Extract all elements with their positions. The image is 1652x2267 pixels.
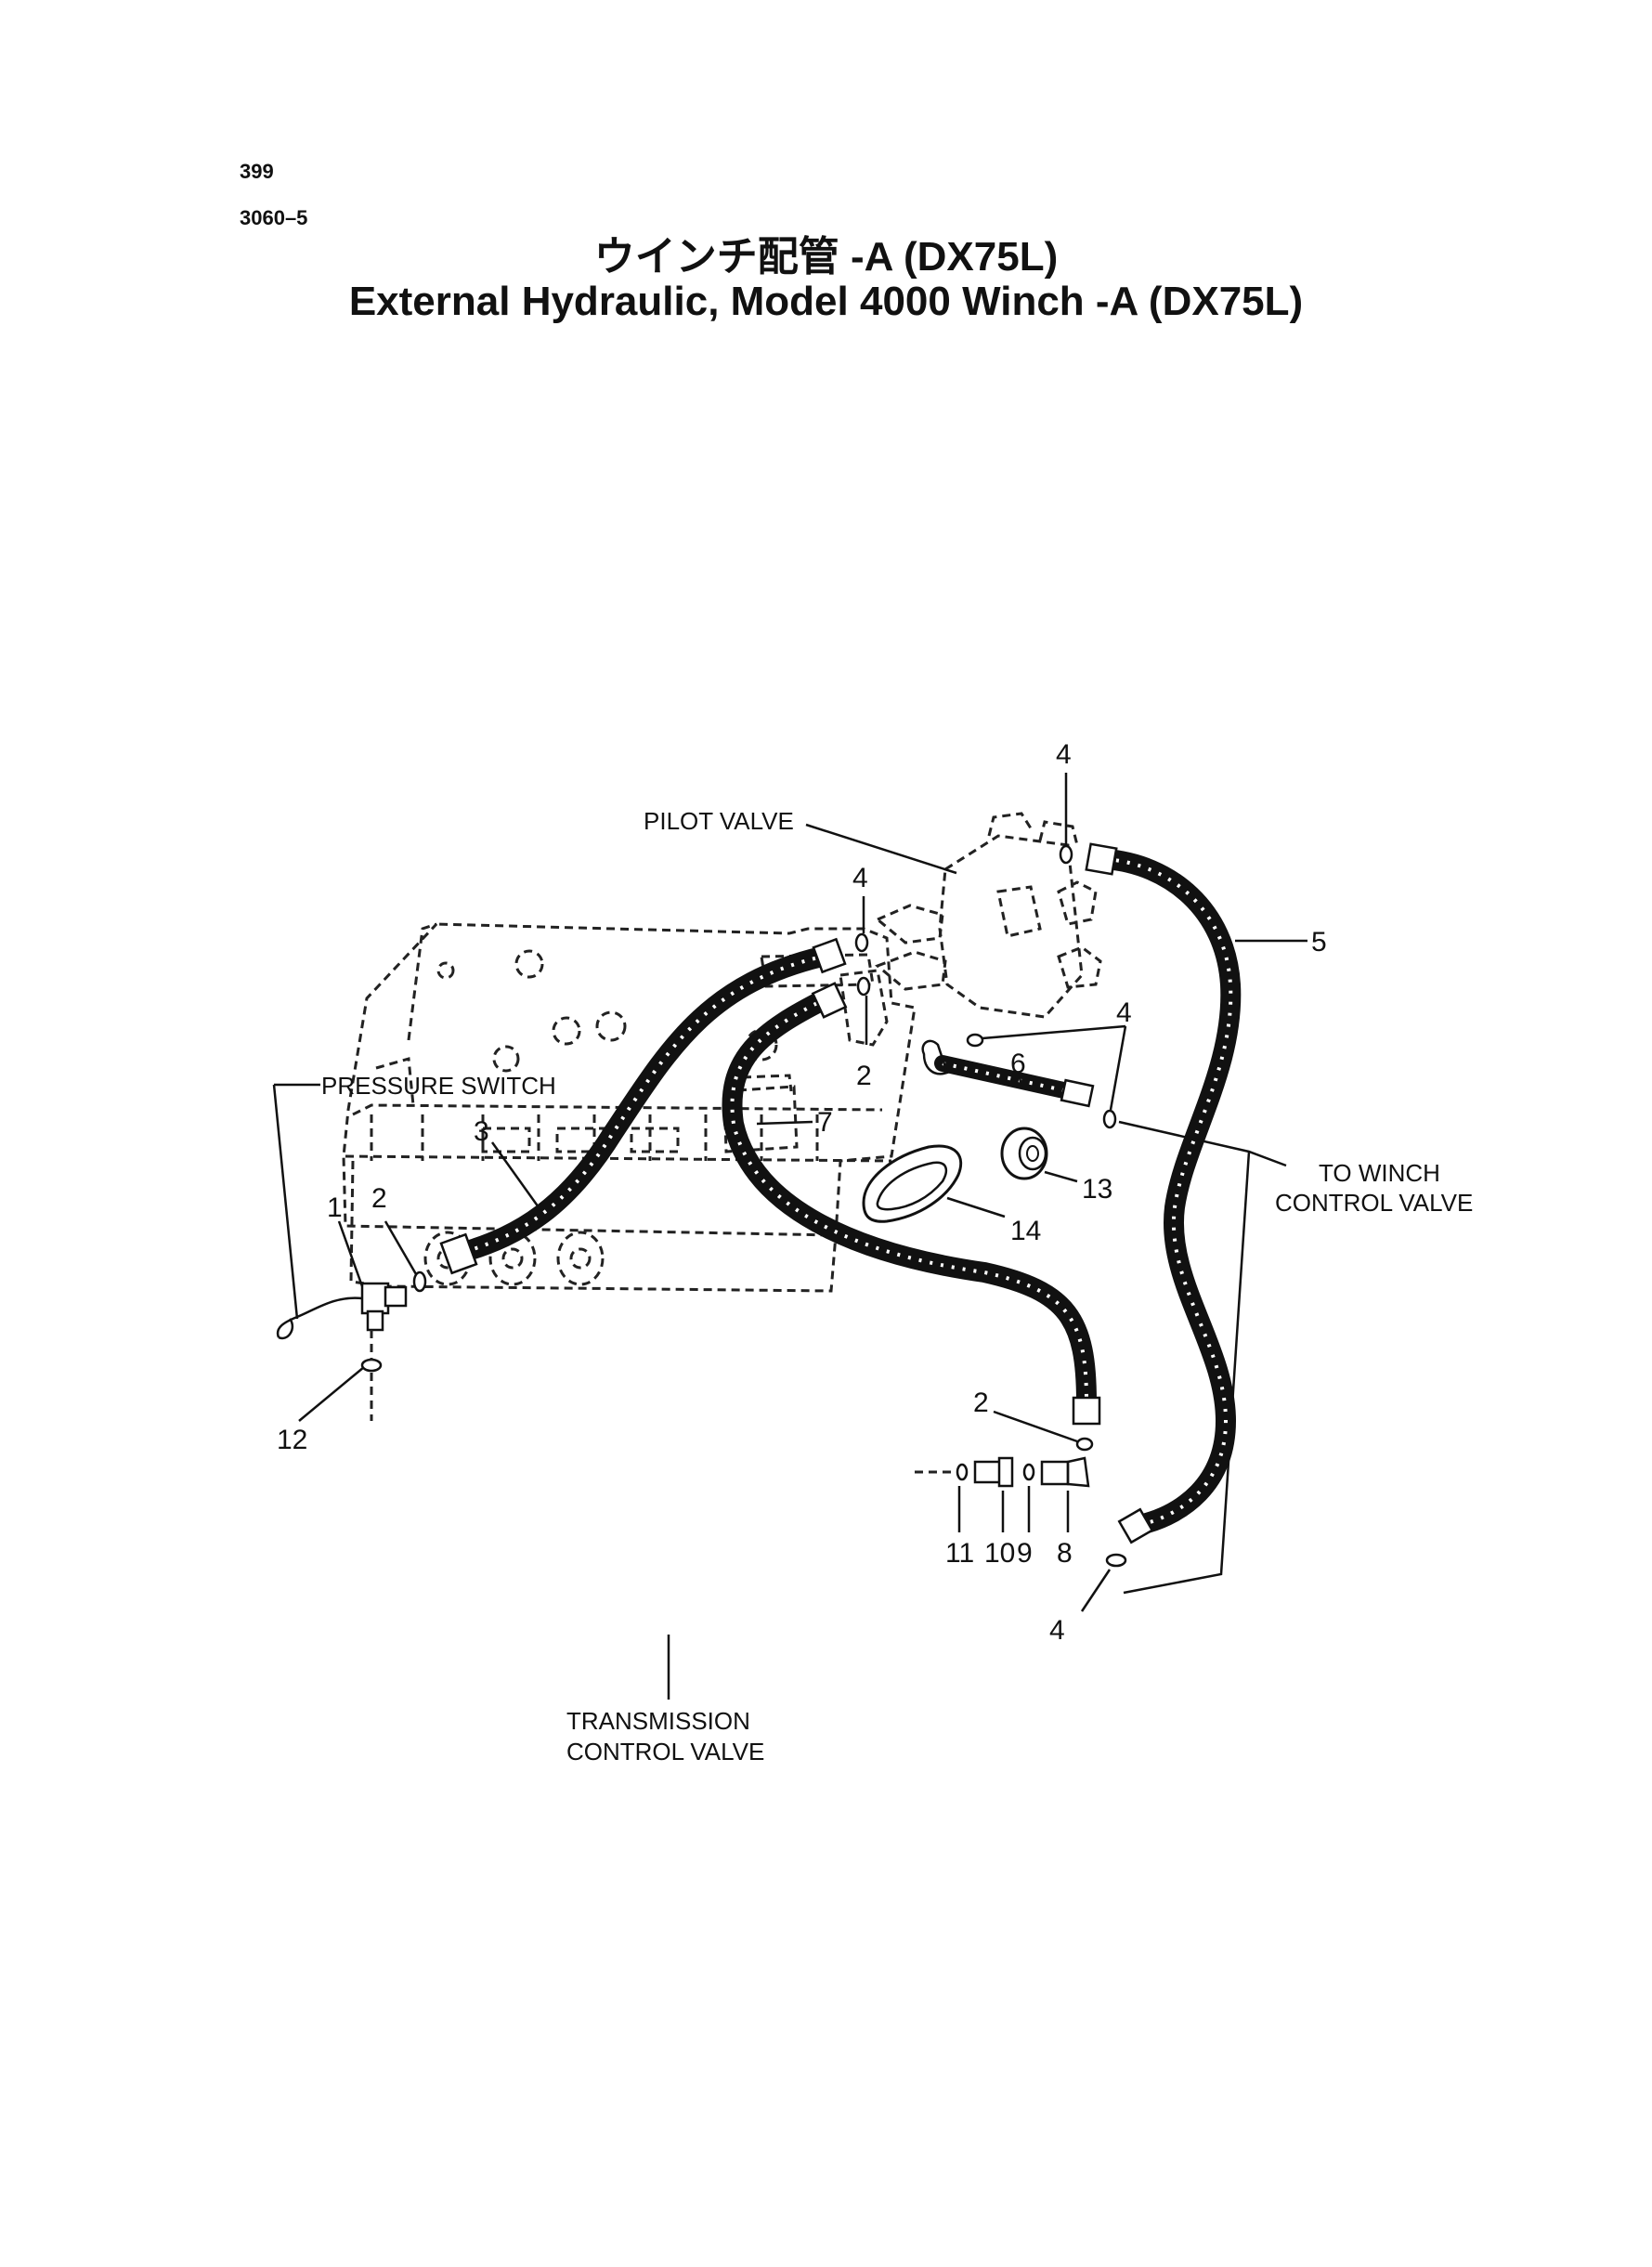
hose-6 <box>921 1039 1095 1108</box>
callout-12: 12 <box>277 1425 307 1455</box>
label-transmission: TRANSMISSION <box>566 1707 750 1735</box>
grommet-14 <box>862 1144 963 1223</box>
callout-4-left: 4 <box>852 863 868 893</box>
fitting-set-8-11 <box>915 1437 1094 1488</box>
o-rings-4 <box>360 844 1127 1568</box>
callout-10: 10 <box>984 1538 1015 1569</box>
label-winch-control-valve: CONTROL VALVE <box>1275 1189 1473 1217</box>
hose-5 <box>1085 842 1242 1544</box>
hose-7 <box>722 982 1101 1426</box>
callout-13: 13 <box>1082 1174 1112 1205</box>
callout-2-lower: 2 <box>973 1388 989 1418</box>
label-pressure-switch: PRESSURE SWITCH <box>321 1072 556 1100</box>
pilot-valve-drawing <box>875 812 1102 1019</box>
callout-1: 1 <box>327 1192 343 1223</box>
callout-9: 9 <box>1017 1538 1033 1569</box>
callout-2-pilot: 2 <box>856 1061 872 1091</box>
callout-7: 7 <box>817 1107 833 1138</box>
callout-3: 3 <box>474 1116 489 1147</box>
page-code: 3060–5 <box>240 206 308 229</box>
callout-4-bottom: 4 <box>1049 1615 1065 1646</box>
hose-3 <box>439 937 847 1275</box>
callout-5: 5 <box>1311 927 1327 958</box>
callout-4-right: 4 <box>1116 997 1132 1028</box>
callout-14: 14 <box>1010 1216 1041 1246</box>
label-pilot-valve: PILOT VALVE <box>644 807 794 835</box>
label-to-winch: TO WINCH <box>1319 1159 1440 1187</box>
leader-lines <box>272 773 1307 1700</box>
title-english: External Hydraulic, Model 4000 Winch -A … <box>348 279 1304 324</box>
callout-6: 6 <box>1010 1049 1026 1079</box>
callout-11: 11 <box>945 1538 974 1569</box>
callout-8: 8 <box>1057 1538 1073 1569</box>
callout-2-left: 2 <box>371 1183 387 1214</box>
page-number: 399 <box>240 160 274 183</box>
label-transmission-control-valve: CONTROL VALVE <box>566 1738 764 1765</box>
grommet-13 <box>1000 1127 1048 1180</box>
title-japanese: ウインチ配管 -A (DX75L) <box>593 234 1059 280</box>
callout-4-top: 4 <box>1056 739 1072 770</box>
o-ring-2-left <box>412 1270 427 1293</box>
